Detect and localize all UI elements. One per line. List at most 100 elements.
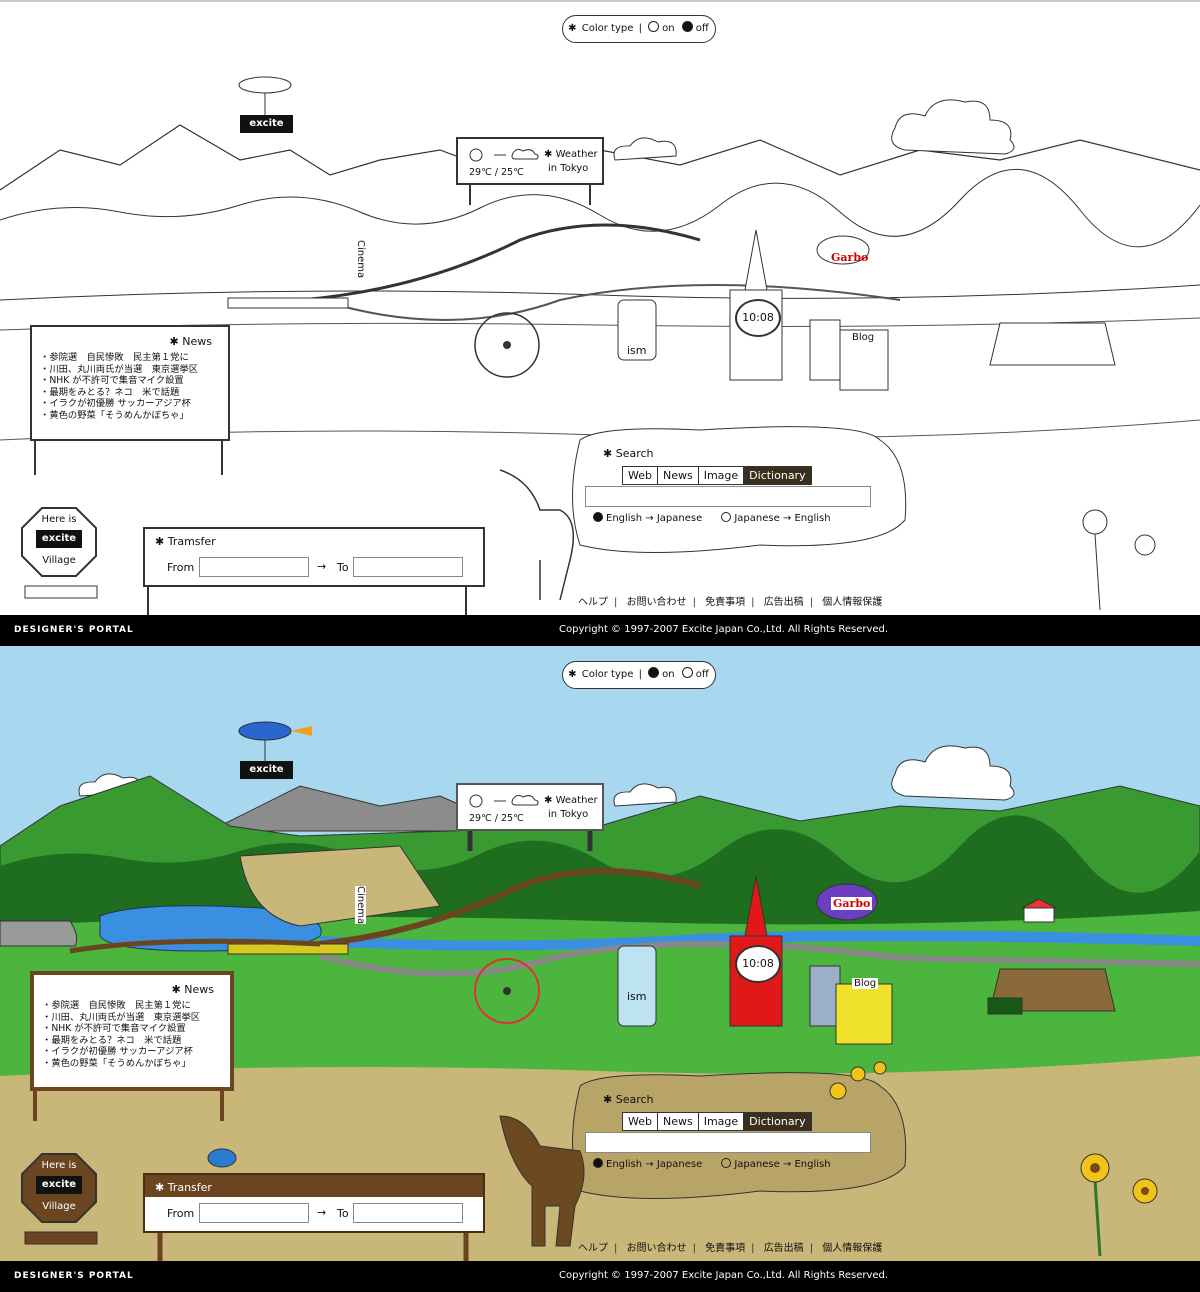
transfer-title: ✱ Tramsfer xyxy=(155,535,216,548)
news-item[interactable]: 参院選 自民惨敗 民主第１党に xyxy=(42,1000,200,1012)
ism-can-label[interactable]: ism xyxy=(627,990,647,1003)
blog-sign[interactable]: Blog xyxy=(852,332,875,343)
color-on-radio[interactable]: on xyxy=(647,21,675,34)
radio-filled-icon xyxy=(593,1158,603,1168)
link-disclaimer[interactable]: 免責事項 xyxy=(705,1243,746,1254)
tab-image[interactable]: Image xyxy=(698,1113,745,1130)
search-title: ✱ Search xyxy=(603,1093,654,1106)
link-help[interactable]: ヘルプ xyxy=(578,597,608,608)
search-panel: ✱ Search Web News Image Dictionary Engli… xyxy=(585,1091,885,1181)
copyright-text: Copyright © 1997-2007 Excite Japan Co.,L… xyxy=(559,1270,889,1281)
footer-bar: DESIGNER'S PORTAL Copyright © 1997-2007 … xyxy=(0,615,1200,646)
news-item[interactable]: イラクが初優勝 サッカーアジア杯 xyxy=(40,398,198,410)
weather-temps: 29℃ / 25℃ xyxy=(469,813,524,824)
news-list: 参院選 自民惨敗 民主第１党に 川田、丸川両氏が当選 東京選挙区 NHK が不許… xyxy=(40,352,198,422)
color-type-toggle: ✱ Color type | on off xyxy=(562,661,716,689)
news-list: 参院選 自民惨敗 民主第１党に 川田、丸川両氏が当選 東京選挙区 NHK が不許… xyxy=(42,1000,200,1070)
dictionary-direction: English → Japanese Japanese → English xyxy=(593,512,831,524)
news-item[interactable]: NHK が不許可で集音マイク設置 xyxy=(40,375,198,387)
news-item[interactable]: 川田、丸川両氏が当選 東京選挙区 xyxy=(42,1012,200,1024)
village-panel-color: ✱ Color type | on off excite ✱ Weather i… xyxy=(0,646,1200,1292)
tab-web[interactable]: Web xyxy=(623,1113,658,1130)
news-item[interactable]: イラクが初優勝 サッカーアジア杯 xyxy=(42,1046,200,1058)
footer-bar: DESIGNER'S PORTAL Copyright © 1997-2007 … xyxy=(0,1261,1200,1292)
garbo-sign[interactable]: Garbo xyxy=(831,897,873,910)
here-is-excite-village-sign[interactable]: Here is excite Village xyxy=(22,508,96,576)
radio-empty-icon xyxy=(721,1158,732,1168)
link-contact[interactable]: お問い合わせ xyxy=(626,597,687,608)
footer-links: ヘルプ| お問い合わせ| 免責事項| 広告出稿| 個人情報保護 xyxy=(578,1243,883,1254)
designers-portal-link[interactable]: DESIGNER'S PORTAL xyxy=(14,1271,134,1281)
tab-news[interactable]: News xyxy=(657,467,699,484)
radio-ja-en[interactable]: Japanese → English xyxy=(721,1158,831,1170)
news-item[interactable]: 黄色の野菜「そうめんかぼちゃ」 xyxy=(42,1058,200,1070)
search-input[interactable] xyxy=(585,486,871,507)
to-station-input[interactable] xyxy=(353,1203,463,1223)
ism-can-label[interactable]: ism xyxy=(627,344,647,357)
blog-sign[interactable]: Blog xyxy=(852,978,879,989)
color-off-radio[interactable]: off xyxy=(681,21,710,34)
village-line2: Village xyxy=(42,1201,76,1212)
news-item[interactable]: 黄色の野菜「そうめんかぼちゃ」 xyxy=(40,410,198,422)
color-type-toggle: ✱ Color type | on off xyxy=(562,15,716,43)
here-is-excite-village-sign[interactable]: Here is excite Village xyxy=(22,1154,96,1222)
tab-dictionary[interactable]: Dictionary xyxy=(744,467,811,484)
news-item[interactable]: 最期をみとる？ネコ 米で話題 xyxy=(42,1035,200,1047)
link-privacy[interactable]: 個人情報保護 xyxy=(822,1243,883,1254)
excite-logo-sign[interactable]: excite xyxy=(240,761,293,779)
village-line2: Village xyxy=(42,555,76,566)
radio-empty-icon xyxy=(721,512,732,522)
to-station-input[interactable] xyxy=(353,557,463,577)
color-type-asterisk-icon: ✱ xyxy=(568,669,577,680)
radio-en-ja[interactable]: English → Japanese xyxy=(593,512,702,524)
weather-title: ✱ Weather xyxy=(544,795,598,806)
dictionary-direction: English → Japanese Japanese → English xyxy=(593,1158,831,1170)
news-item[interactable]: NHK が不許可で集音マイク設置 xyxy=(42,1023,200,1035)
link-contact[interactable]: お問い合わせ xyxy=(626,1243,687,1254)
weather-sign[interactable]: ✱ Weather in Tokyo 29℃ / 25℃ xyxy=(456,783,604,831)
excite-logo-sign[interactable]: excite xyxy=(240,115,293,133)
transfer-title: ✱ Transfer xyxy=(155,1181,212,1194)
tab-news[interactable]: News xyxy=(657,1113,699,1130)
arrow-icon: → xyxy=(317,560,327,573)
copyright-text: Copyright © 1997-2007 Excite Japan Co.,L… xyxy=(559,624,889,635)
search-input[interactable] xyxy=(585,1132,871,1153)
search-tabs: Web News Image Dictionary xyxy=(622,466,812,485)
from-station-input[interactable] xyxy=(199,557,309,577)
village-line1: Here is xyxy=(41,514,77,525)
garbo-sign[interactable]: Garbo xyxy=(831,251,869,264)
transfer-panel: ✱ Tramsfer From → To xyxy=(143,527,485,587)
radio-en-ja[interactable]: English → Japanese xyxy=(593,1158,702,1170)
color-on-radio[interactable]: on xyxy=(647,667,675,680)
tab-image[interactable]: Image xyxy=(698,467,745,484)
arrow-icon: → xyxy=(317,1206,327,1219)
link-help[interactable]: ヘルプ xyxy=(578,1243,608,1254)
tab-dictionary[interactable]: Dictionary xyxy=(744,1113,811,1130)
news-item[interactable]: 最期をみとる？ネコ 米で話題 xyxy=(40,387,198,399)
link-advertise[interactable]: 広告出稿 xyxy=(763,597,804,608)
sun-to-cloud-icon xyxy=(469,794,539,808)
designers-portal-link[interactable]: DESIGNER'S PORTAL xyxy=(14,625,134,635)
radio-empty-icon xyxy=(681,667,693,678)
from-station-input[interactable] xyxy=(199,1203,309,1223)
from-label: From xyxy=(167,561,195,574)
news-board: ✱ News 参院選 自民惨敗 民主第１党に 川田、丸川両氏が当選 東京選挙区 … xyxy=(30,971,234,1091)
radio-ja-en[interactable]: Japanese → English xyxy=(721,512,831,524)
clock-tower-time[interactable]: 10:08 xyxy=(735,299,781,337)
news-board: ✱ News 参院選 自民惨敗 民主第１党に 川田、丸川両氏が当選 東京選挙区 … xyxy=(30,325,230,441)
link-advertise[interactable]: 広告出稿 xyxy=(763,1243,804,1254)
cinema-sign[interactable]: Cinema xyxy=(355,886,366,925)
link-privacy[interactable]: 個人情報保護 xyxy=(822,597,883,608)
weather-sign[interactable]: ✱ Weather in Tokyo 29℃ / 25℃ xyxy=(456,137,604,185)
weather-temps: 29℃ / 25℃ xyxy=(469,167,524,178)
news-item[interactable]: 川田、丸川両氏が当選 東京選挙区 xyxy=(40,364,198,376)
to-label: To xyxy=(337,1207,349,1220)
clock-tower-time[interactable]: 10:08 xyxy=(735,945,781,983)
color-off-radio[interactable]: off xyxy=(681,667,710,680)
footer-links: ヘルプ| お問い合わせ| 免責事項| 広告出稿| 個人情報保護 xyxy=(578,597,883,608)
news-item[interactable]: 参院選 自民惨敗 民主第１党に xyxy=(40,352,198,364)
news-title: ✱ News xyxy=(171,983,214,996)
link-disclaimer[interactable]: 免責事項 xyxy=(705,597,746,608)
cinema-sign[interactable]: Cinema xyxy=(355,240,366,279)
tab-web[interactable]: Web xyxy=(623,467,658,484)
